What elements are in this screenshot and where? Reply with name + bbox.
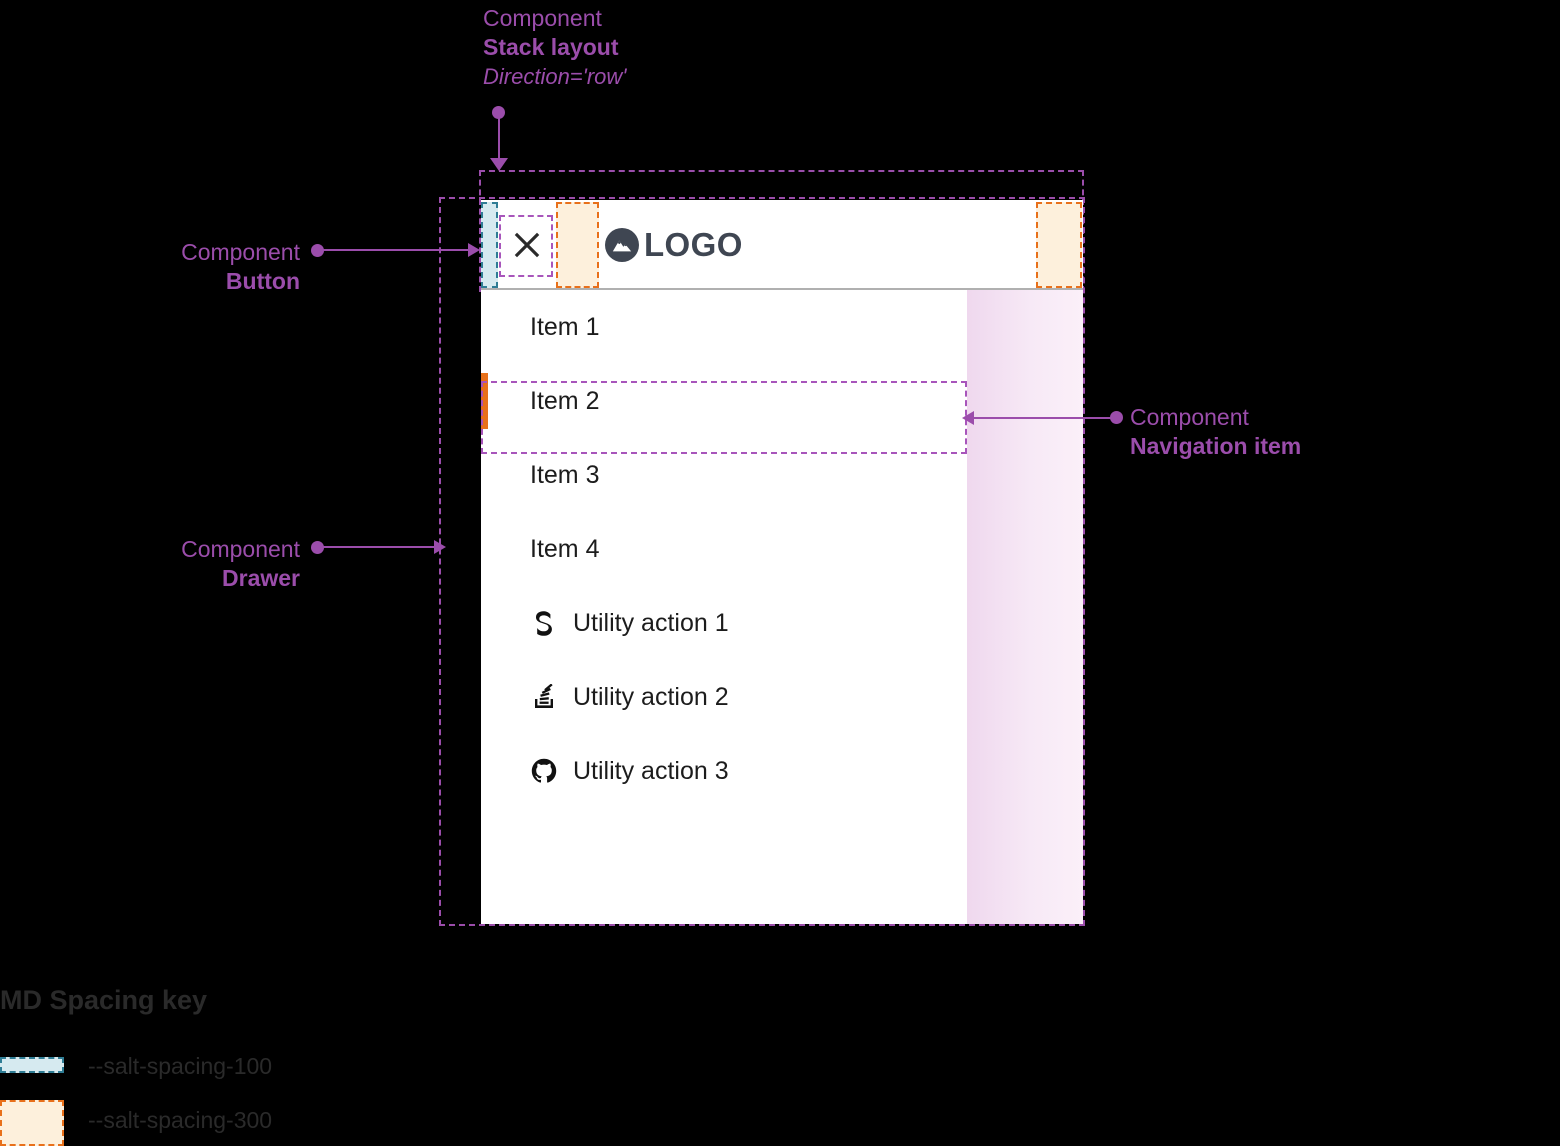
spacing-300-token: --salt-spacing-300: [88, 1107, 273, 1133]
mountain-logo-icon: [605, 228, 639, 262]
nav-item-2[interactable]: Item 2: [481, 364, 1083, 438]
nav-item-label: Item 3: [530, 460, 600, 489]
spacing-300-swatch: [0, 1100, 64, 1146]
close-button[interactable]: [500, 218, 554, 272]
connector-arrow-navigation-item: [962, 411, 974, 425]
connector-line-button: [320, 249, 472, 251]
annotation-navigation-item-value: Navigation item: [1130, 433, 1302, 460]
annotation-stack-layout: Component Stack layout Direction='row': [483, 4, 627, 91]
spacing-100-token: --salt-spacing-100: [88, 1053, 273, 1079]
connector-dot-drawer: [311, 541, 324, 554]
close-icon: [514, 232, 540, 258]
utility-action-label: Utility action 1: [573, 608, 729, 637]
connector-line-navigation-item: [974, 417, 1114, 419]
nav-item-1[interactable]: Item 1: [481, 290, 1083, 364]
annotation-button: Component Button: [0, 238, 300, 297]
nav-item-4[interactable]: Item 4: [481, 512, 1083, 586]
nav-item-label: Item 4: [530, 534, 600, 563]
nav-highlight-strip: [967, 290, 1083, 924]
utility-action-1[interactable]: Utility action 1: [481, 586, 1083, 660]
connector-dot-navigation-item: [1110, 411, 1123, 424]
annotation-drawer: Component Drawer: [0, 535, 300, 594]
utility-action-3[interactable]: Utility action 3: [481, 734, 1083, 808]
connector-dot-button: [311, 244, 324, 257]
nav-item-label: Item 1: [530, 312, 600, 341]
annotation-stack-layout-label: Component: [483, 5, 602, 31]
connector-arrow-drawer: [434, 540, 446, 554]
spacing-300-overlay-after-close: [556, 202, 599, 288]
nav-item-3[interactable]: Item 3: [481, 438, 1083, 512]
annotation-stack-layout-value: Stack layout: [483, 34, 619, 61]
annotation-drawer-value: Drawer: [222, 565, 300, 592]
logo-text: LOGO: [644, 226, 743, 263]
annotation-navigation-item: Component Navigation item: [1130, 403, 1301, 462]
spacing-300-overlay-header-right: [1036, 202, 1082, 288]
annotation-button-label: Component: [181, 239, 300, 265]
drawer-panel: LOGO Item 1 Item 2 Item 3 Item 4 Utility…: [481, 200, 1083, 924]
connector-line-stack-layout: [498, 112, 500, 160]
github-icon: [529, 758, 559, 784]
annotation-navigation-item-label: Component: [1130, 404, 1249, 430]
brand-logo: LOGO: [605, 226, 743, 264]
stack-overflow-icon: [529, 684, 559, 710]
utility-action-label: Utility action 2: [573, 682, 729, 711]
spacing-100-swatch: [0, 1057, 64, 1073]
nav-list: Item 1 Item 2 Item 3 Item 4 Utility acti…: [481, 290, 1083, 808]
annotation-stack-layout-sub: Direction='row': [483, 63, 627, 89]
annotation-drawer-label: Component: [181, 536, 300, 562]
connector-line-drawer: [320, 546, 438, 548]
annotation-button-value: Button: [225, 268, 300, 295]
spacing-100-overlay-header-left: [481, 202, 498, 288]
utility-action-2[interactable]: Utility action 2: [481, 660, 1083, 734]
connector-arrow-button: [468, 243, 480, 257]
salt-s-icon: [529, 610, 559, 636]
nav-item-label: Item 2: [530, 386, 600, 415]
connector-arrow-stack-layout: [490, 158, 508, 171]
selected-indicator: [481, 373, 488, 429]
spacing-key-title: MD Spacing key: [0, 985, 208, 1015]
utility-action-label: Utility action 3: [573, 756, 729, 785]
